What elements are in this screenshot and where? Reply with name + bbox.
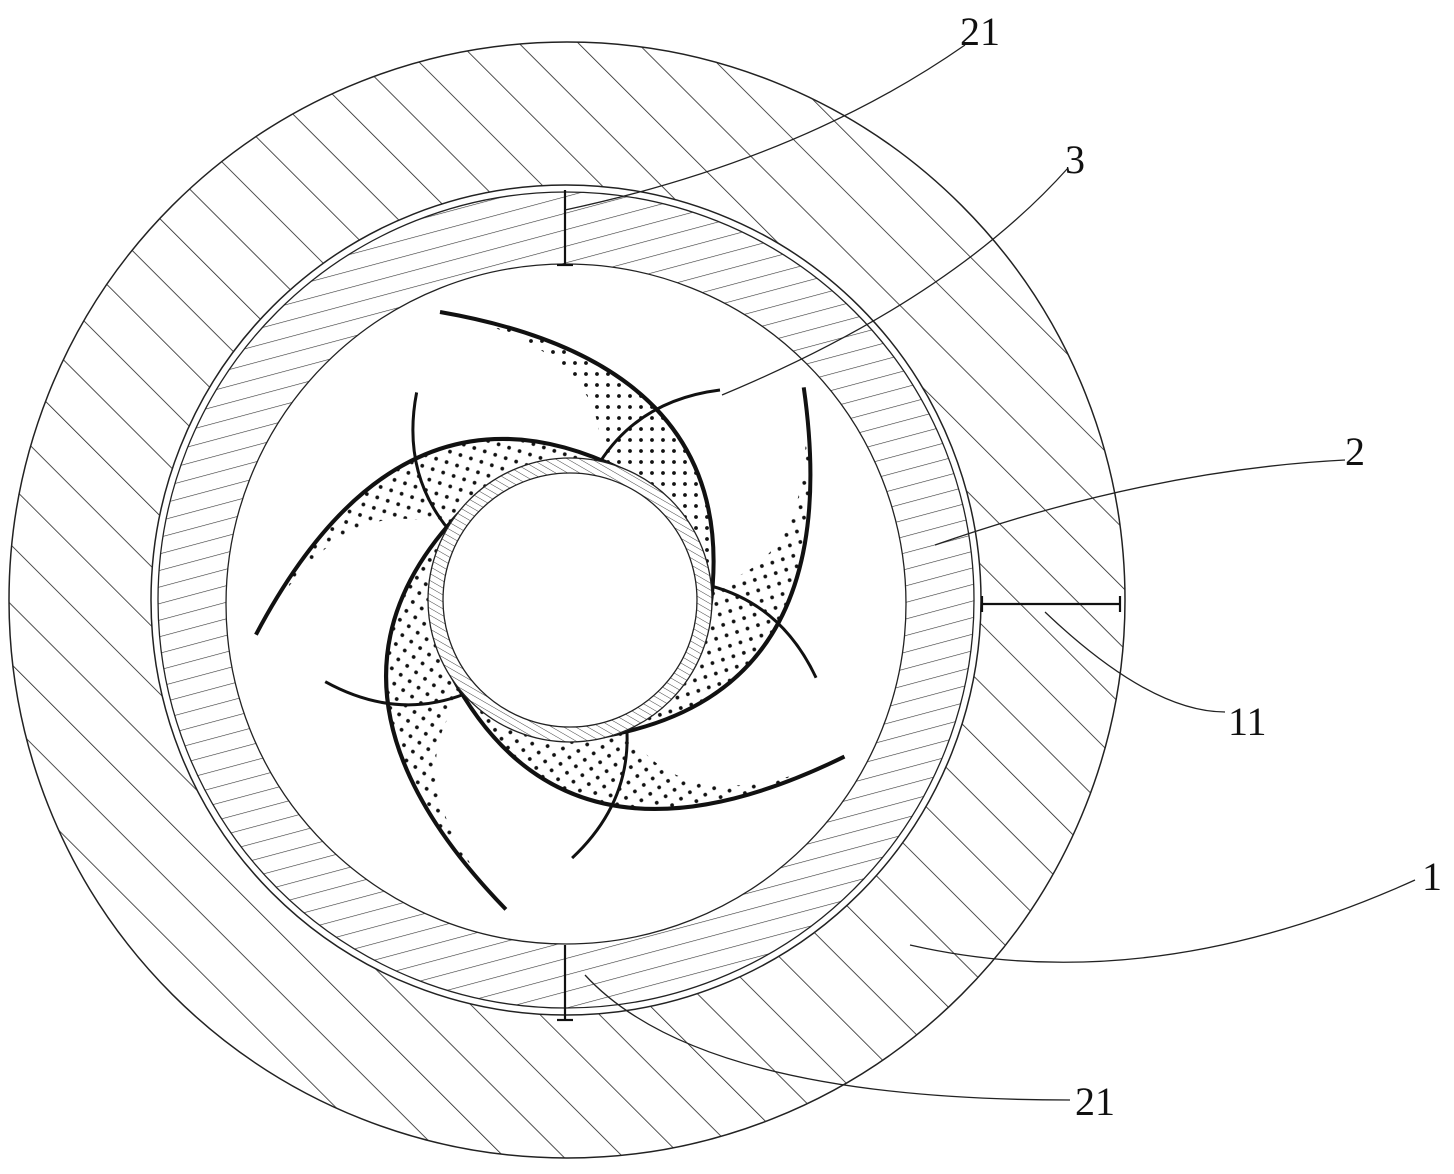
dimension-marks xyxy=(557,190,1122,1022)
label-21-bottom: 21 xyxy=(1075,1079,1115,1124)
label-21-top: 21 xyxy=(960,9,1000,54)
label-11: 11 xyxy=(1228,699,1267,744)
label-1: 1 xyxy=(1422,854,1442,899)
label-2: 2 xyxy=(1345,429,1365,474)
label-3: 3 xyxy=(1065,137,1085,182)
leader-lines xyxy=(564,44,1416,1101)
